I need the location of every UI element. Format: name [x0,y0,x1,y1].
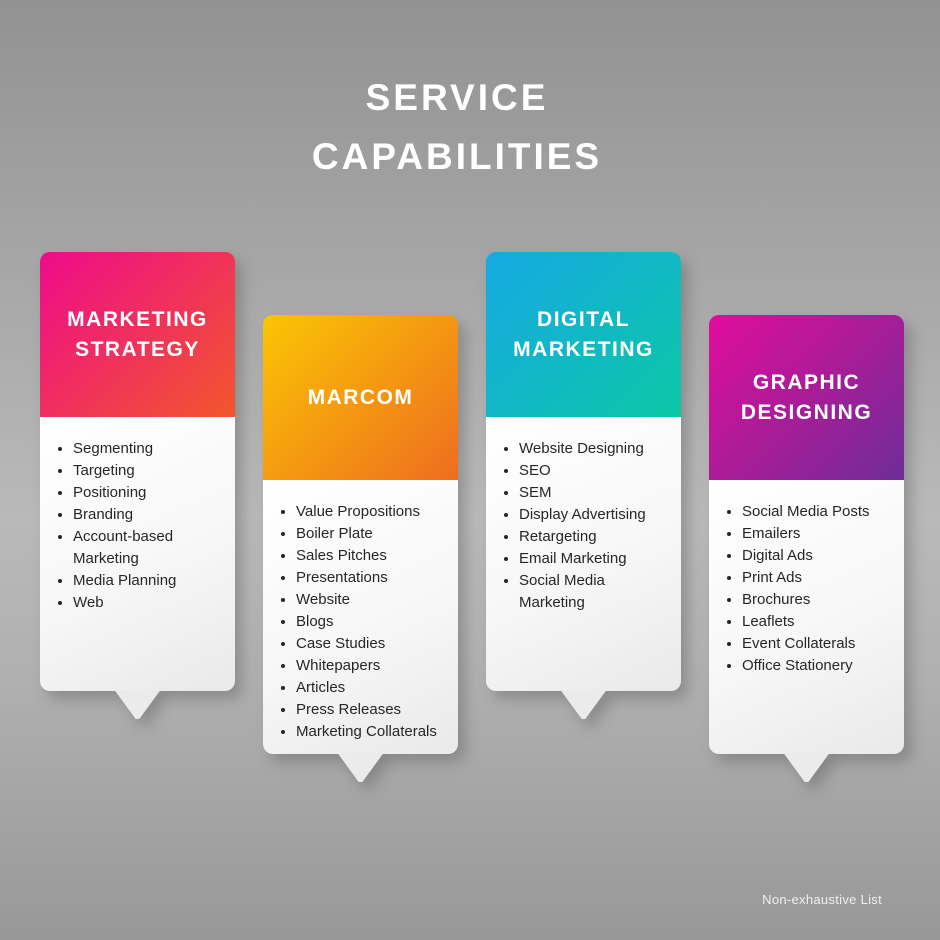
page-title-line1: SERVICE [365,77,549,118]
list-item: Print Ads [742,567,896,589]
list-item: Blogs [296,611,450,633]
card-body-graphic-designing: Social Media PostsEmailersDigital AdsPri… [709,480,904,754]
list-item: Segmenting [73,438,227,460]
pointer-tail [560,690,607,719]
list-item: Event Collaterals [742,633,896,655]
card-graphic-designing: GRAPHIC DESIGNING Social Media PostsEmai… [709,315,904,782]
list-item: Website Designing [519,438,673,460]
card-title: MARCOM [307,385,414,409]
list-item: Targeting [73,460,227,482]
list-item: Email Marketing [519,548,673,570]
page-title: SERVICE CAPABILITIES [0,68,927,186]
card-body-digital-marketing: Website DesigningSEOSEMDisplay Advertisi… [486,417,681,691]
list-item: Retargeting [519,526,673,548]
card-marketing-strategy: MARKETING STRATEGY SegmentingTargetingPo… [40,252,235,719]
capability-list: Website DesigningSEOSEMDisplay Advertisi… [486,438,673,614]
list-item: Website [296,589,450,611]
card-marcom: MARCOM Value PropositionsBoiler PlateSal… [263,315,458,782]
list-item: Account-based Marketing [73,526,227,570]
list-item: Social Media Posts [742,501,896,523]
card-title: GRAPHIC DESIGNING [740,370,873,424]
list-item: Positioning [73,482,227,504]
card-body-marcom: Value PropositionsBoiler PlateSales Pitc… [263,480,458,754]
list-item: Boiler Plate [296,523,450,545]
list-item: Digital Ads [742,545,896,567]
card-header-marketing-strategy: MARKETING STRATEGY [40,252,235,417]
capability-list: Value PropositionsBoiler PlateSales Pitc… [263,501,450,743]
list-item: Value Propositions [296,501,450,523]
capability-list: SegmentingTargetingPositioningBrandingAc… [40,438,227,614]
card-title: MARKETING STRATEGY [67,307,208,361]
list-item: Presentations [296,567,450,589]
list-item: Sales Pitches [296,545,450,567]
capability-list: Social Media PostsEmailersDigital AdsPri… [709,501,896,677]
footnote: Non-exhaustive List [762,892,882,907]
list-item: Web [73,592,227,614]
page-title-line2: CAPABILITIES [311,136,603,177]
list-item: SEM [519,482,673,504]
list-item: Articles [296,677,450,699]
list-item: Office Stationery [742,655,896,677]
pointer-tail [114,690,161,719]
list-item: Branding [73,504,227,526]
list-item: Press Releases [296,699,450,721]
card-header-marcom: MARCOM [263,315,458,480]
list-item: Display Advertising [519,504,673,526]
list-item: Marketing Collaterals [296,721,450,743]
card-header-digital-marketing: DIGITAL MARKETING [486,252,681,417]
pointer-tail [783,753,830,782]
list-item: Media Planning [73,570,227,592]
list-item: Emailers [742,523,896,545]
list-item: Social Media Marketing [519,570,673,614]
card-header-graphic-designing: GRAPHIC DESIGNING [709,315,904,480]
list-item: Leaflets [742,611,896,633]
card-body-marketing-strategy: SegmentingTargetingPositioningBrandingAc… [40,417,235,691]
card-digital-marketing: DIGITAL MARKETING Website DesigningSEOSE… [486,252,681,719]
pointer-tail [337,753,384,782]
list-item: SEO [519,460,673,482]
list-item: Case Studies [296,633,450,655]
list-item: Brochures [742,589,896,611]
list-item: Whitepapers [296,655,450,677]
card-title: DIGITAL MARKETING [513,307,654,361]
